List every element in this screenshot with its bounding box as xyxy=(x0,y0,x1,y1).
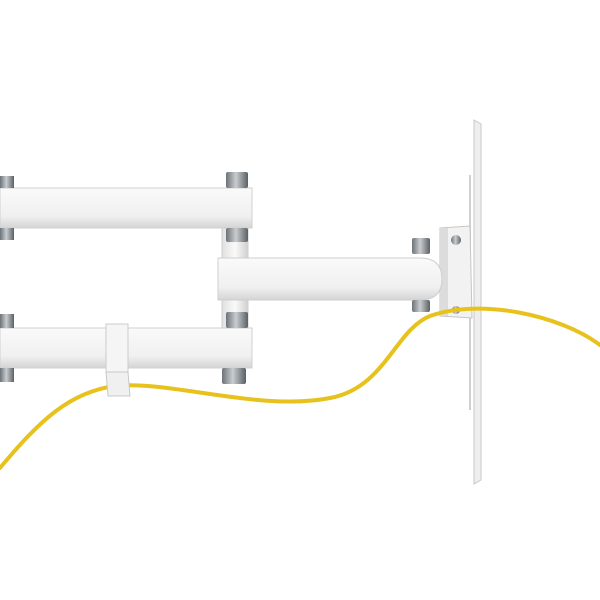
cable-clip xyxy=(105,323,131,397)
upper-arm xyxy=(0,172,253,242)
screw-icon xyxy=(451,235,461,245)
yellow-cable xyxy=(0,306,600,470)
swivel-bracket xyxy=(439,225,473,319)
middle-arm xyxy=(217,238,443,312)
